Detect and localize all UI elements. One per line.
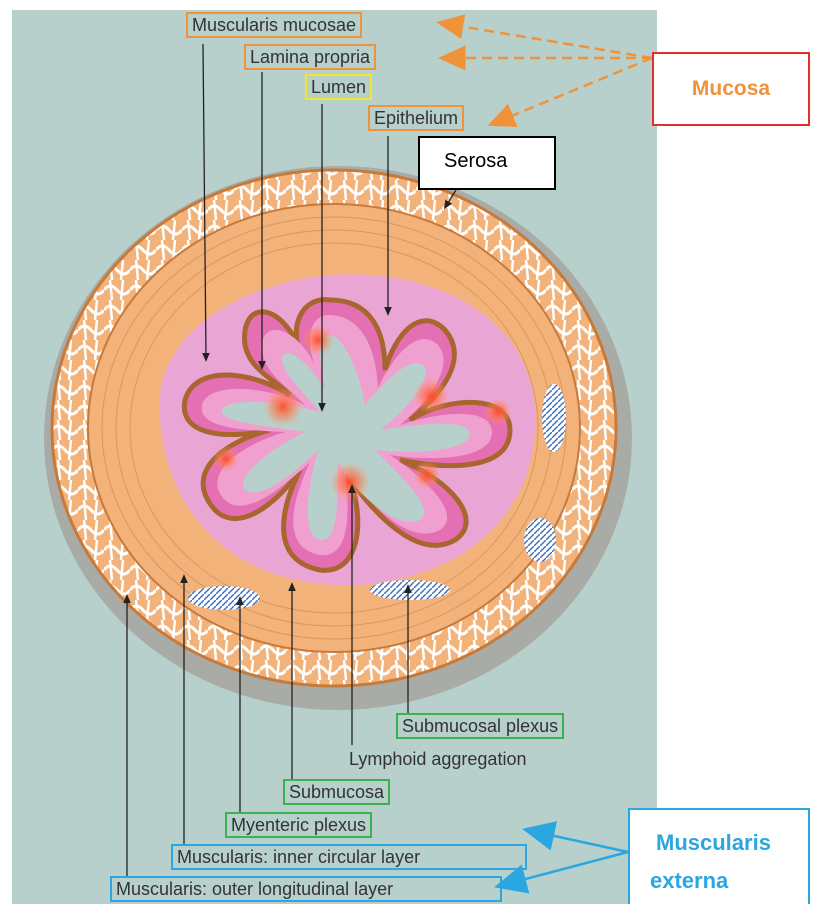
myenteric-plexus-patch bbox=[188, 586, 260, 610]
myenteric-plexus-patch bbox=[542, 384, 566, 452]
myenteric-plexus-patch bbox=[524, 518, 556, 562]
muscularis-externa-line2: externa bbox=[650, 868, 728, 894]
label-outer-longitudinal: Muscularis: outer longitudinal layer bbox=[110, 876, 502, 902]
lymphoid-aggregate bbox=[413, 378, 449, 414]
label-lumen: Lumen bbox=[305, 74, 372, 100]
label-serosa: Serosa bbox=[418, 136, 556, 190]
label-myenteric-plexus: Myenteric plexus bbox=[225, 812, 372, 838]
lymphoid-aggregate bbox=[302, 324, 334, 356]
lymphoid-aggregate bbox=[484, 398, 512, 426]
label-submucosal-plexus: Submucosal plexus bbox=[396, 713, 564, 739]
submucosal-plexus-patch bbox=[370, 580, 450, 600]
label-submucosa: Submucosa bbox=[283, 779, 390, 805]
lymphoid-aggregate bbox=[213, 446, 239, 472]
lymphoid-aggregate bbox=[413, 461, 441, 489]
muscularis-externa-line1: Muscularis bbox=[656, 830, 771, 856]
label-lamina-propria: Lamina propria bbox=[244, 44, 376, 70]
mucosa-callout-text: Mucosa bbox=[692, 77, 770, 100]
mucosa-callout: Mucosa bbox=[652, 52, 810, 126]
label-muscularis-mucosae: Muscularis mucosae bbox=[186, 12, 362, 38]
label-epithelium: Epithelium bbox=[368, 105, 464, 131]
label-inner-circular: Muscularis: inner circular layer bbox=[171, 844, 527, 870]
muscularis-externa-callout: Muscularis externa bbox=[628, 808, 810, 904]
lymphoid-aggregate bbox=[263, 387, 303, 427]
label-lymphoid-aggregation: Lymphoid aggregation bbox=[345, 748, 530, 770]
lymphoid-aggregate bbox=[330, 462, 370, 502]
